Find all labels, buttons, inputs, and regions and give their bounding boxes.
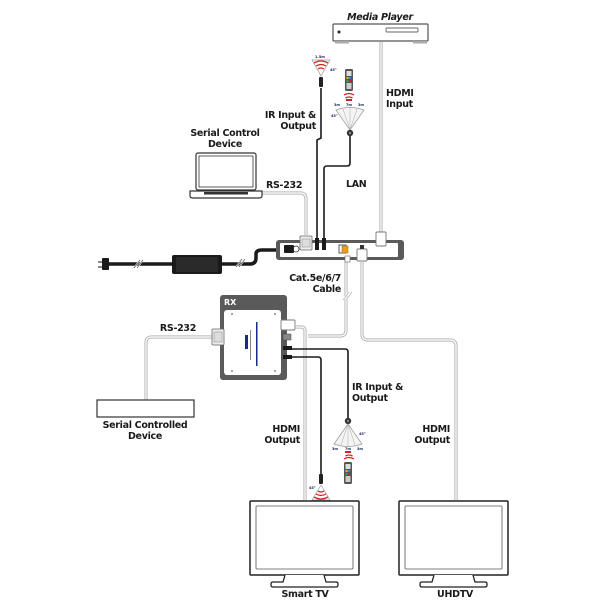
ir-emitter-top: 1.5m 45° xyxy=(311,55,337,87)
ir-top-label-line1: IR Input & xyxy=(265,110,316,121)
ir-beam-icon xyxy=(311,59,331,77)
remote-control-icon xyxy=(344,462,352,484)
svg-text:45°: 45° xyxy=(359,432,366,436)
ir-receiver-bottom: 45° 3m 7m 3m xyxy=(332,417,366,484)
serial-controlled-device-label-line1: Serial Controlled xyxy=(103,420,188,431)
ir-bottom-cable xyxy=(292,348,349,478)
ir-receiver-top-cable xyxy=(323,136,351,238)
hdmi-output-right-label-line2: Output xyxy=(414,435,450,446)
svg-text:45°: 45° xyxy=(331,114,338,118)
power-adapter xyxy=(98,255,246,274)
disc-slot-icon xyxy=(385,27,419,33)
rs232-top-cable xyxy=(262,191,308,235)
ir-bottom-label-line1: IR Input & xyxy=(352,382,403,393)
rs232-top-label: RS-232 xyxy=(266,180,302,191)
rx-rs232-port-icon xyxy=(211,328,225,346)
hdmi-output-left-label-line2: Output xyxy=(264,435,300,446)
hdmi-output-left-cable xyxy=(296,325,307,500)
ir-ports-icon xyxy=(315,238,326,250)
power-led-icon xyxy=(337,30,341,34)
smart-tv-label: Smart TV xyxy=(281,589,329,600)
hdmi-in-port-icon xyxy=(375,231,387,247)
svg-text:1.5m: 1.5m xyxy=(315,55,325,59)
cat-cable-label-line2: Cable xyxy=(313,284,341,295)
power-port-icon xyxy=(284,245,300,253)
laptop-icon xyxy=(189,152,263,199)
ir-receiver-top: 3m 7m 3m 45° xyxy=(331,69,365,137)
lan-port-icon xyxy=(338,244,349,254)
serial-controlled-device xyxy=(96,399,195,418)
ir-emitter-plug-icon xyxy=(319,77,323,87)
media-player-label: Media Player xyxy=(347,12,414,23)
uhdtv xyxy=(398,500,509,588)
ir-beam-icon xyxy=(311,484,331,501)
rx-label-text-icon xyxy=(245,322,258,366)
svg-text:45°: 45° xyxy=(330,68,337,72)
hdmi-input-label-line2: Input xyxy=(386,99,414,110)
svg-text:3m: 3m xyxy=(358,103,364,107)
rx-ir-ports-icon xyxy=(283,346,292,359)
rs232-bottom-label: RS-232 xyxy=(160,323,196,334)
uhdtv-label: UHDTV xyxy=(437,589,474,600)
rx-unit: RX xyxy=(211,295,296,380)
hdmi-output-left-label-line1: HDMI xyxy=(272,424,300,435)
svg-text:7m: 7m xyxy=(345,447,351,451)
hdmi-out-port-icon xyxy=(356,245,368,262)
cat-cable-label-line1: Cat.5e/6/7 xyxy=(289,273,341,284)
tx-unit xyxy=(276,231,404,263)
ir-top-label-line2: Output xyxy=(280,121,316,132)
serial-control-device-label-line2: Device xyxy=(208,139,242,150)
svg-text:3m: 3m xyxy=(357,447,363,451)
rx-unit-label: RX xyxy=(224,298,237,307)
svg-text:7m: 7m xyxy=(346,103,352,107)
hdmi-input-label-line1: HDMI xyxy=(386,88,414,99)
hdmi-output-right-cable xyxy=(360,262,458,500)
remote-control-icon xyxy=(345,69,353,91)
ir-emitter-plug-icon xyxy=(319,474,323,484)
rs232-bottom-cable xyxy=(144,335,212,400)
svg-text:45°: 45° xyxy=(309,486,316,490)
tv-stand-icon xyxy=(419,574,488,588)
ir-top-cable xyxy=(316,88,322,238)
smart-tv xyxy=(249,500,360,588)
ir-bottom-label-line2: Output xyxy=(352,393,388,404)
serial-controlled-device-label-line2: Device xyxy=(128,431,162,442)
rs232-port-icon xyxy=(299,235,313,251)
rx-hdmi-port-icon xyxy=(280,319,296,331)
tv-stand-icon xyxy=(270,574,339,588)
cat-cable xyxy=(308,258,348,338)
media-player: Media Player xyxy=(332,12,429,44)
rx-lan-port-icon xyxy=(282,333,292,341)
svg-text:3m: 3m xyxy=(334,103,340,107)
hdmi-output-right-label-line1: HDMI xyxy=(422,424,450,435)
lan-label: LAN xyxy=(346,179,367,190)
plug-prong-icon xyxy=(98,261,102,263)
serial-control-device-label-line1: Serial Control xyxy=(190,128,259,139)
svg-text:3m: 3m xyxy=(332,447,338,451)
